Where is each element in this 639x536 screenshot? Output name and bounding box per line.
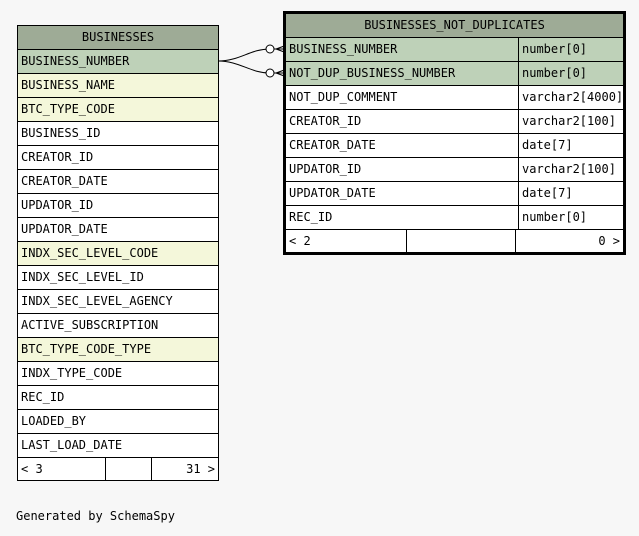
column-name: INDX_SEC_LEVEL_ID <box>21 270 144 284</box>
column-name: BUSINESS_ID <box>21 126 101 140</box>
column-row[interactable]: BUSINESS_NUMBER number[0] <box>286 38 623 62</box>
column-row[interactable]: INDX_TYPE_CODE <box>18 362 218 386</box>
column-name: INDX_SEC_LEVEL_CODE <box>21 246 159 260</box>
column-row[interactable]: NOT_DUP_BUSINESS_NUMBER number[0] <box>286 62 623 86</box>
parents-count: < 2 <box>286 230 407 252</box>
column-row[interactable]: INDX_SEC_LEVEL_AGENCY <box>18 290 218 314</box>
fk-line-not-dup-business-number <box>217 60 287 74</box>
column-row[interactable]: UPDATOR_DATE date[7] <box>286 182 623 206</box>
column-row[interactable]: LOADED_BY <box>18 410 218 434</box>
column-row[interactable]: CREATOR_ID varchar2[100] <box>286 110 623 134</box>
children-count: 0 > <box>598 234 620 248</box>
column-name: INDX_SEC_LEVEL_AGENCY <box>21 294 173 308</box>
column-name: INDX_TYPE_CODE <box>21 366 123 380</box>
column-row[interactable]: UPDATOR_ID <box>18 194 218 218</box>
table-footer: < 3 31 > <box>18 458 218 480</box>
column-row[interactable]: CREATOR_DATE <box>18 170 218 194</box>
column-name: BUSINESS_NUMBER <box>289 42 398 56</box>
column-name: CREATOR_DATE <box>289 138 376 152</box>
rows-count <box>407 230 516 252</box>
column-row[interactable]: UPDATOR_DATE <box>18 218 218 242</box>
column-name: UPDATOR_DATE <box>21 222 108 236</box>
column-type: number[0] <box>518 62 623 85</box>
column-row[interactable]: BUSINESS_NUMBER <box>18 50 218 74</box>
column-name: BTC_TYPE_CODE <box>21 102 115 116</box>
column-name: CREATOR_ID <box>21 150 94 164</box>
column-row[interactable]: CREATOR_DATE date[7] <box>286 134 623 158</box>
column-type: varchar2[4000] <box>518 86 623 109</box>
column-name: UPDATOR_ID <box>21 198 94 212</box>
column-name: CREATOR_DATE <box>21 174 108 188</box>
column-name: UPDATOR_DATE <box>289 186 376 200</box>
column-name: BUSINESS_NUMBER <box>21 54 130 68</box>
column-row[interactable]: REC_ID <box>18 386 218 410</box>
column-name: BUSINESS_NAME <box>21 78 115 92</box>
crow-foot-optional-icon <box>265 68 275 78</box>
column-type: date[7] <box>518 134 623 157</box>
column-row[interactable]: LAST_LOAD_DATE <box>18 434 218 458</box>
table-businesses-not-duplicates[interactable]: BUSINESSES_NOT_DUPLICATES BUSINESS_NUMBE… <box>283 11 626 255</box>
table-footer: < 2 0 > <box>286 230 623 252</box>
column-row[interactable]: BUSINESS_NAME <box>18 74 218 98</box>
crow-foot-optional-icon <box>265 44 275 54</box>
column-name: ACTIVE_SUBSCRIPTION <box>21 318 159 332</box>
column-type: date[7] <box>518 182 623 205</box>
column-name: REC_ID <box>21 390 65 404</box>
column-row[interactable]: ACTIVE_SUBSCRIPTION <box>18 314 218 338</box>
column-row[interactable]: UPDATOR_ID varchar2[100] <box>286 158 623 182</box>
generated-by-label: Generated by SchemaSpy <box>16 509 175 523</box>
column-type: varchar2[100] <box>518 110 623 133</box>
column-row[interactable]: REC_ID number[0] <box>286 206 623 230</box>
column-name: LAST_LOAD_DATE <box>21 438 123 452</box>
column-name: LOADED_BY <box>21 414 87 428</box>
fk-line-business-number <box>217 48 287 62</box>
column-list: BUSINESS_NUMBER BUSINESS_NAME BTC_TYPE_COD… <box>18 50 218 458</box>
column-name: CREATOR_ID <box>289 114 362 128</box>
rows-count <box>106 458 152 480</box>
parents-count: < 3 <box>18 458 106 480</box>
column-row[interactable]: BTC_TYPE_CODE <box>18 98 218 122</box>
column-type: varchar2[100] <box>518 158 623 181</box>
column-row[interactable]: CREATOR_ID <box>18 146 218 170</box>
column-row[interactable]: NOT_DUP_COMMENT varchar2[4000] <box>286 86 623 110</box>
column-row[interactable]: BUSINESS_ID <box>18 122 218 146</box>
column-name: NOT_DUP_BUSINESS_NUMBER <box>289 66 456 80</box>
column-name: REC_ID <box>289 210 333 224</box>
column-type: number[0] <box>518 206 623 229</box>
column-name: UPDATOR_ID <box>289 162 362 176</box>
column-row[interactable]: INDX_SEC_LEVEL_CODE <box>18 242 218 266</box>
column-type: number[0] <box>518 38 623 61</box>
column-row[interactable]: BTC_TYPE_CODE_TYPE <box>18 338 218 362</box>
children-count: 31 > <box>186 462 215 476</box>
table-title: BUSINESSES <box>18 26 218 50</box>
column-name: BTC_TYPE_CODE_TYPE <box>21 342 152 356</box>
column-name: NOT_DUP_COMMENT <box>289 90 398 104</box>
column-row[interactable]: INDX_SEC_LEVEL_ID <box>18 266 218 290</box>
table-title: BUSINESSES_NOT_DUPLICATES <box>286 14 623 38</box>
